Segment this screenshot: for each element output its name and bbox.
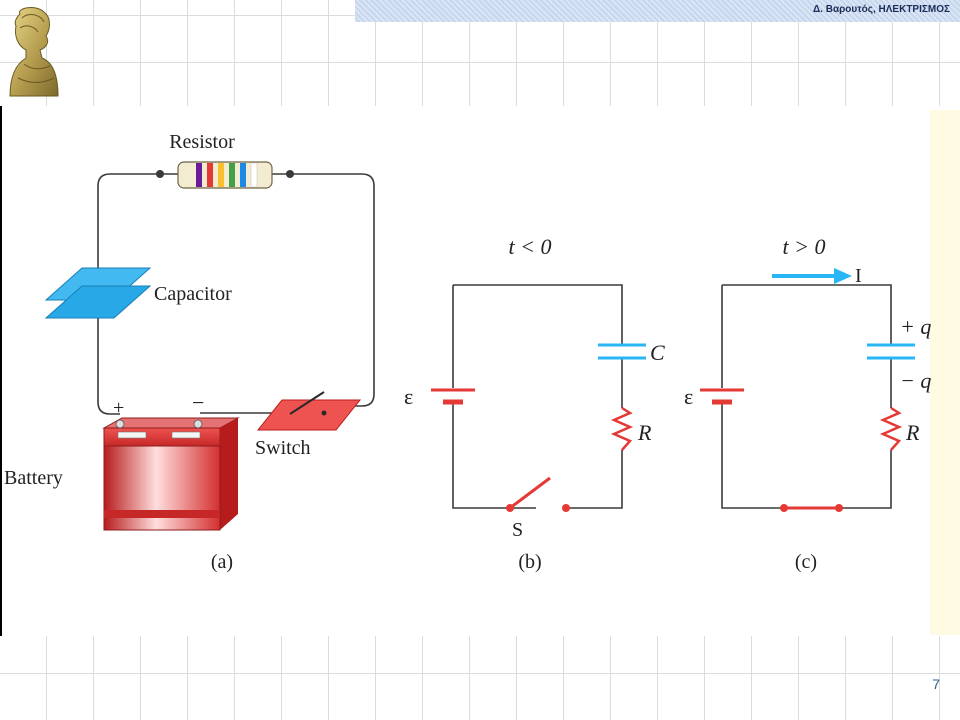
figure-a: Resistor Capacitor Switch Battery + − (a…	[4, 131, 375, 573]
wire-right	[290, 173, 375, 407]
capacitor-label: Capacitor	[154, 283, 232, 305]
caption-a: (a)	[211, 551, 233, 573]
header-bar: Δ. Βαρουτός, ΗΛΕΚΤΡΙΣΜΟΣ	[355, 0, 960, 22]
page-number: 7	[932, 676, 940, 692]
battery-plus-sign: +	[113, 397, 124, 419]
figure-b: t < 0 ε C R S (b)	[404, 234, 665, 573]
caption-c: (c)	[795, 551, 817, 573]
emf-label-b: ε	[404, 384, 413, 409]
charge-minus-label: − q	[900, 368, 931, 393]
current-label-c: I	[855, 265, 862, 287]
charge-plus-label: + q	[900, 314, 931, 339]
battery-minus-sign: −	[192, 390, 204, 415]
capacitor-drawing	[44, 267, 152, 319]
author-title: Δ. Βαρουτός, ΗΛΕΚΤΡΙΣΜΟΣ	[812, 4, 950, 15]
condition-c: t > 0	[783, 234, 826, 259]
resistor-drawing	[156, 161, 294, 189]
battery-drawing	[102, 417, 240, 531]
caption-b: (b)	[518, 551, 541, 573]
switch-contact-b	[562, 504, 570, 512]
switch-pivot-c	[780, 504, 788, 512]
side-strip	[930, 110, 960, 635]
resistor-label-c: R	[905, 420, 920, 445]
current-arrow-head	[834, 268, 852, 284]
wire-loop-b	[452, 284, 623, 509]
switch-label: Switch	[255, 437, 311, 459]
resistor-zigzag-c	[879, 406, 903, 451]
switch-label-b: S	[512, 519, 523, 541]
switch-pivot-b	[506, 504, 514, 512]
capacitor-label-b: C	[650, 340, 665, 365]
condition-b: t < 0	[509, 234, 552, 259]
battery-label: Battery	[4, 467, 63, 489]
resistor-label: Resistor	[169, 131, 235, 153]
figure-panel	[0, 106, 960, 636]
resistor-label-b: R	[637, 420, 652, 445]
switch-blade-b	[509, 476, 551, 510]
bust-statue-icon	[9, 7, 59, 97]
wire-loop-c	[721, 284, 892, 509]
figure-c: t > 0 I ε + q − q R (c)	[684, 234, 931, 573]
switch-drawing	[256, 391, 362, 431]
emf-label-c: ε	[684, 384, 693, 409]
switch-contact-c	[835, 504, 843, 512]
resistor-zigzag-b	[610, 406, 634, 451]
